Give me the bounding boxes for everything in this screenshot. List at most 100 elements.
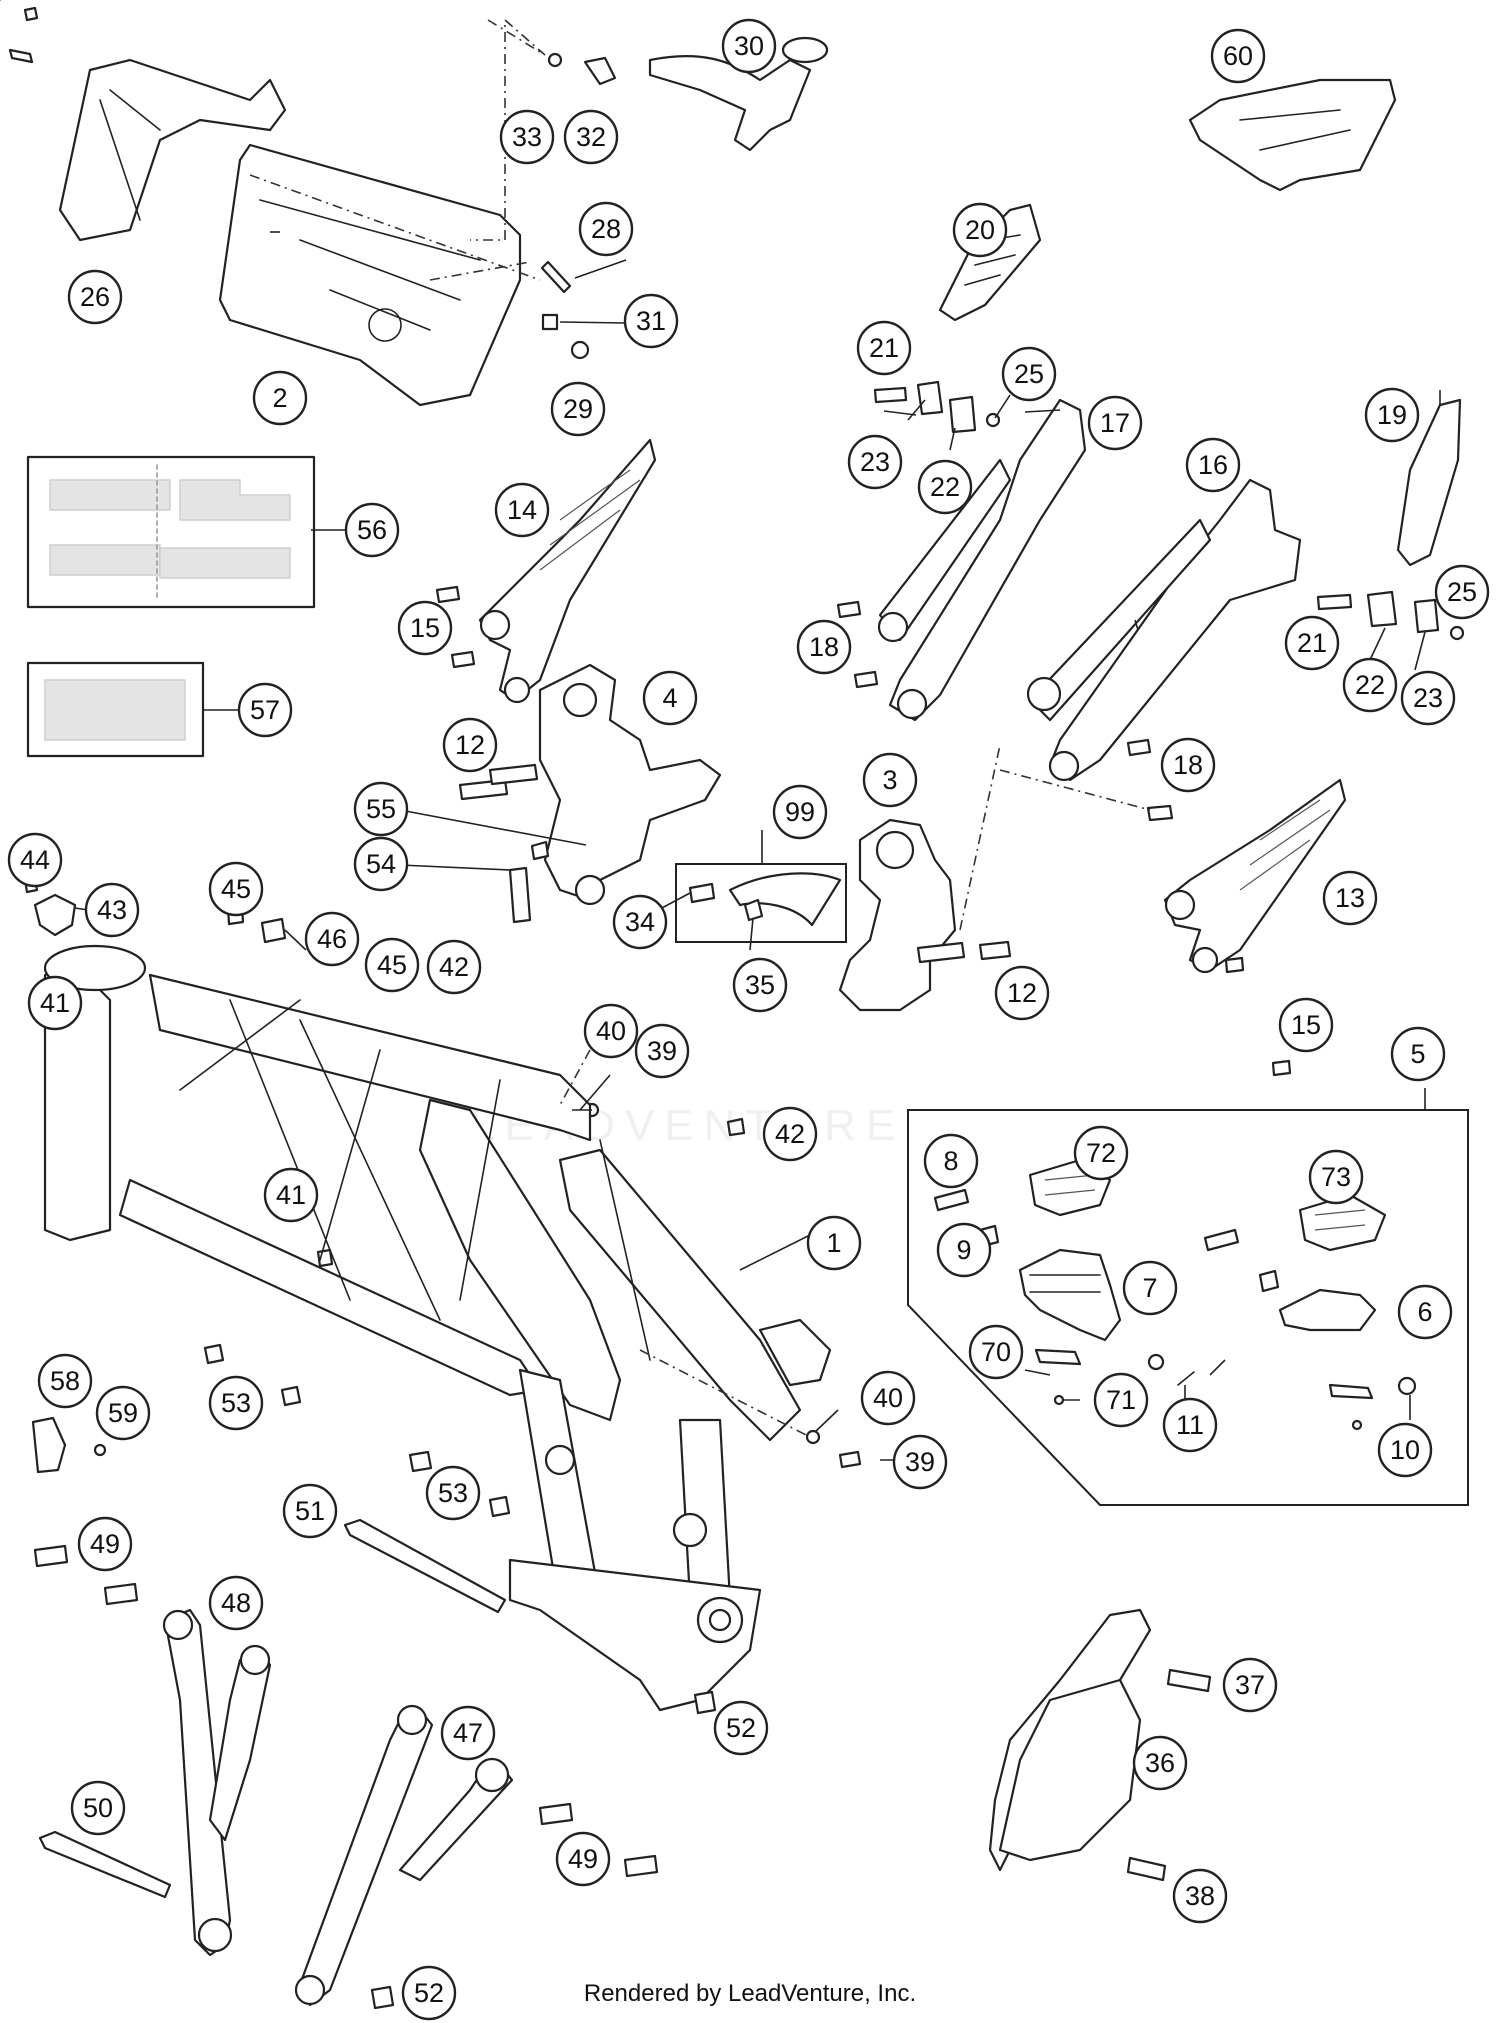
callout-22-right[interactable]: 22 bbox=[1342, 657, 1398, 713]
callout-39-top[interactable]: 39 bbox=[634, 1023, 690, 1079]
callout-47[interactable]: 47 bbox=[440, 1705, 496, 1761]
callout-5[interactable]: 5 bbox=[1390, 1026, 1446, 1082]
callout-50[interactable]: 50 bbox=[70, 1780, 126, 1836]
callout-29[interactable]: 29 bbox=[550, 381, 606, 437]
part-14-heel-guard bbox=[478, 438, 657, 702]
callout-56[interactable]: 56 bbox=[344, 502, 400, 558]
callout-4[interactable]: 4 bbox=[642, 670, 698, 726]
svg-text:42: 42 bbox=[775, 1119, 805, 1149]
callout-32[interactable]: 32 bbox=[563, 109, 619, 165]
callout-40-bottom[interactable]: 40 bbox=[860, 1370, 916, 1426]
callout-44[interactable]: 44 bbox=[7, 832, 63, 888]
part-18-bolt-d bbox=[1146, 804, 1174, 822]
svg-text:31: 31 bbox=[636, 306, 666, 336]
callout-46[interactable]: 46 bbox=[304, 911, 360, 967]
callout-71[interactable]: 71 bbox=[1093, 1372, 1149, 1428]
part-32-fitting bbox=[583, 56, 617, 86]
callout-59[interactable]: 59 bbox=[95, 1385, 151, 1441]
callout-30[interactable]: 30 bbox=[721, 18, 777, 74]
callout-2[interactable]: 2 bbox=[252, 370, 308, 426]
callout-42-top[interactable]: 42 bbox=[426, 939, 482, 995]
callout-23-right[interactable]: 23 bbox=[1400, 670, 1456, 726]
callout-17[interactable]: 17 bbox=[1087, 395, 1143, 451]
callout-45-middle[interactable]: 45 bbox=[364, 937, 420, 993]
callout-15-left[interactable]: 15 bbox=[397, 600, 453, 656]
callout-41-left[interactable]: 41 bbox=[27, 975, 83, 1031]
svg-text:32: 32 bbox=[576, 122, 606, 152]
callout-13[interactable]: 13 bbox=[1322, 870, 1378, 926]
callout-10[interactable]: 10 bbox=[1377, 1422, 1433, 1478]
callout-42-right[interactable]: 42 bbox=[762, 1106, 818, 1162]
part-11-cotter-pin bbox=[1177, 1371, 1195, 1386]
svg-text:46: 46 bbox=[317, 924, 347, 954]
callout-31[interactable]: 31 bbox=[623, 293, 679, 349]
callout-52-bottom[interactable]: 52 bbox=[401, 1965, 457, 2021]
callout-28[interactable]: 28 bbox=[578, 201, 634, 257]
callout-8[interactable]: 8 bbox=[923, 1133, 979, 1189]
svg-text:60: 60 bbox=[1223, 41, 1253, 71]
svg-text:10: 10 bbox=[1390, 1435, 1420, 1465]
part-9-spring-right bbox=[1258, 1269, 1280, 1293]
callout-52-right[interactable]: 52 bbox=[713, 1700, 769, 1756]
callout-18-left[interactable]: 18 bbox=[796, 619, 852, 675]
callout-70[interactable]: 70 bbox=[968, 1324, 1024, 1380]
callout-3[interactable]: 3 bbox=[862, 752, 918, 808]
callout-41-middle[interactable]: 41 bbox=[263, 1167, 319, 1223]
callout-48[interactable]: 48 bbox=[208, 1575, 264, 1631]
callout-12-right[interactable]: 12 bbox=[994, 965, 1050, 1021]
svg-text:17: 17 bbox=[1100, 408, 1130, 438]
callout-15-right[interactable]: 15 bbox=[1278, 997, 1334, 1053]
callout-14[interactable]: 14 bbox=[494, 482, 550, 538]
callout-49-bottom[interactable]: 49 bbox=[555, 1831, 611, 1887]
callout-49-top[interactable]: 49 bbox=[77, 1516, 133, 1572]
svg-text:25: 25 bbox=[1447, 577, 1477, 607]
callout-21-right[interactable]: 21 bbox=[1284, 615, 1340, 671]
callout-6[interactable]: 6 bbox=[1397, 1284, 1453, 1340]
callout-9[interactable]: 9 bbox=[936, 1222, 992, 1278]
svg-text:29: 29 bbox=[563, 394, 593, 424]
callout-12-left[interactable]: 12 bbox=[442, 717, 498, 773]
callout-26[interactable]: 26 bbox=[67, 269, 123, 325]
callout-1[interactable]: 1 bbox=[806, 1215, 862, 1271]
callout-58[interactable]: 58 bbox=[37, 1353, 93, 1409]
callout-54[interactable]: 54 bbox=[353, 836, 409, 892]
callouts: 1 2 3 4 5 6 7 8 9 10 11 12 12 13 14 15 1… bbox=[7, 18, 1490, 2021]
callout-45-left[interactable]: 45 bbox=[208, 861, 264, 917]
svg-text:72: 72 bbox=[1086, 1138, 1116, 1168]
callout-40-top[interactable]: 40 bbox=[583, 1003, 639, 1059]
callout-34[interactable]: 34 bbox=[612, 894, 668, 950]
svg-text:51: 51 bbox=[295, 1496, 325, 1526]
callout-53-left[interactable]: 53 bbox=[208, 1375, 264, 1431]
callout-36[interactable]: 36 bbox=[1132, 1735, 1188, 1791]
callout-7[interactable]: 7 bbox=[1122, 1260, 1178, 1316]
callout-11[interactable]: 11 bbox=[1162, 1397, 1218, 1453]
callout-25-top[interactable]: 25 bbox=[1001, 346, 1057, 402]
callout-38[interactable]: 38 bbox=[1172, 1868, 1228, 1924]
callout-20[interactable]: 20 bbox=[952, 202, 1008, 258]
callout-51[interactable]: 51 bbox=[282, 1483, 338, 1539]
callout-72[interactable]: 72 bbox=[1073, 1125, 1129, 1181]
callout-22-top[interactable]: 22 bbox=[917, 459, 973, 515]
callout-43[interactable]: 43 bbox=[84, 882, 140, 938]
part-20-rubber bbox=[938, 203, 1042, 322]
callout-23-top[interactable]: 23 bbox=[847, 434, 903, 490]
callout-53-middle[interactable]: 53 bbox=[425, 1465, 481, 1521]
callout-73[interactable]: 73 bbox=[1308, 1149, 1364, 1205]
callout-39-bottom[interactable]: 39 bbox=[892, 1434, 948, 1490]
callout-25-right[interactable]: 25 bbox=[1434, 564, 1490, 620]
callout-60[interactable]: 60 bbox=[1210, 28, 1266, 84]
svg-text:8: 8 bbox=[943, 1146, 958, 1176]
callout-21-top[interactable]: 21 bbox=[856, 320, 912, 376]
callout-16[interactable]: 16 bbox=[1185, 437, 1241, 493]
callout-99[interactable]: 99 bbox=[772, 784, 828, 840]
callout-18-right[interactable]: 18 bbox=[1160, 737, 1216, 793]
callout-37[interactable]: 37 bbox=[1222, 1657, 1278, 1713]
callout-19[interactable]: 19 bbox=[1364, 387, 1420, 443]
callout-35[interactable]: 35 bbox=[732, 957, 788, 1013]
svg-text:23: 23 bbox=[1413, 683, 1443, 713]
svg-text:12: 12 bbox=[1007, 978, 1037, 1008]
part-71-nut bbox=[1053, 1394, 1065, 1406]
callout-57[interactable]: 57 bbox=[237, 682, 293, 738]
callout-33[interactable]: 33 bbox=[499, 109, 555, 165]
callout-55[interactable]: 55 bbox=[353, 781, 409, 837]
